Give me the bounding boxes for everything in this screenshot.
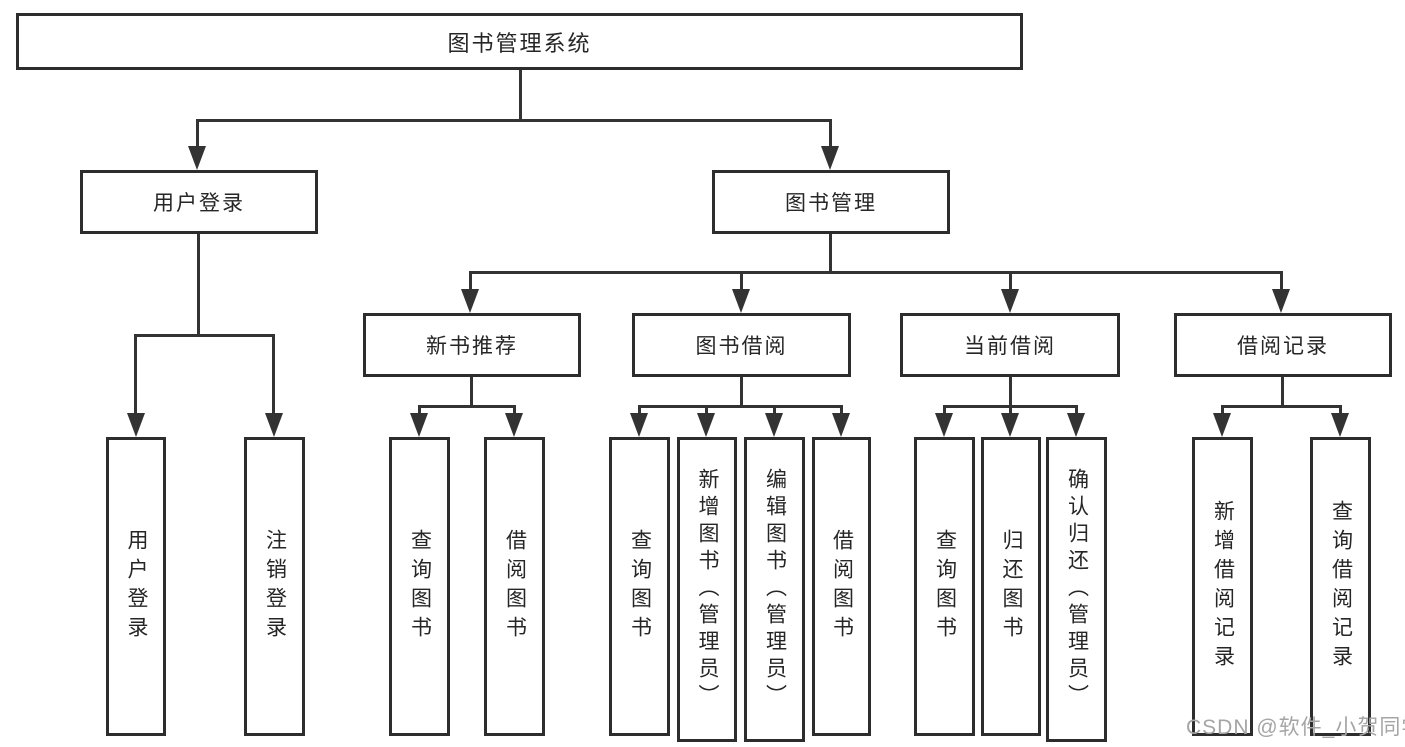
connector-line [1009,271,1012,291]
arrow-down [1001,289,1019,313]
arrow-down [1213,413,1231,437]
arrow-down [505,413,523,437]
leaf-borrow-books-1: 借阅图书 [484,437,545,736]
connector-line [829,234,832,271]
connector-line [470,271,1282,274]
leaf-add-borrow-record: 新增借阅记录 [1192,437,1253,736]
arrow-down [410,413,428,437]
connector-line [272,334,275,415]
csdn-watermark: CSDN @软件_小贺同学 [1186,716,1405,739]
arrow-down [630,413,648,437]
leaf-edit-books-admin: 编辑图书（管理员） [744,437,805,742]
arrow-down [732,289,750,313]
connector-line [638,405,641,415]
arrow-down [697,413,715,437]
connector-line [1339,405,1342,415]
leaf-confirm-return-admin: 确认归还（管理员） [1046,437,1107,742]
connector-line [943,405,946,415]
leaf-query-borrow-record: 查询借阅记录 [1310,437,1371,736]
node-borrow-records: 借阅记录 [1174,313,1392,377]
arrow-down [1272,289,1290,313]
node-new-book-recommend: 新书推荐 [363,313,581,377]
connector-line [134,334,137,415]
leaf-logout: 注销登录 [244,437,305,736]
arrow-down [1331,413,1349,437]
leaf-query-books-3: 查询图书 [914,437,975,736]
arrow-down [1001,413,1019,437]
connector-line [470,377,473,405]
node-root-system: 图书管理系统 [16,13,1023,70]
arrow-down [935,413,953,437]
connector-line [134,334,275,337]
connector-line [1221,405,1224,415]
connector-line [840,405,843,415]
node-book-borrow: 图书借阅 [632,313,851,377]
arrow-down [461,289,479,313]
arrow-down [832,413,850,437]
connector-line [418,405,421,415]
leaf-query-books-1: 查询图书 [389,437,450,736]
leaf-add-books-admin: 新增图书（管理员） [677,437,737,742]
connector-line [829,119,832,148]
connector-line [1221,405,1342,408]
connector-line [1281,377,1284,405]
arrow-down [821,146,839,170]
node-user-login: 用户登录 [80,170,318,234]
connector-line [773,405,776,415]
connector-line [196,119,199,148]
connector-line [1280,271,1283,291]
arrow-down [1067,413,1085,437]
connector-line [469,271,472,291]
connector-line [1009,405,1012,415]
connector-line [197,234,200,334]
connector-line [1009,377,1012,405]
arrow-down [265,413,283,437]
arrow-down [127,413,145,437]
node-current-borrow: 当前借阅 [900,313,1120,377]
leaf-query-books-2: 查询图书 [609,437,670,736]
node-book-management: 图书管理 [712,170,950,234]
connector-line [705,405,708,415]
connector-line [513,405,516,415]
arrow-down [188,146,206,170]
connector-line [519,70,522,119]
connector-line [740,377,743,405]
connector-line [1075,405,1078,415]
connector-line [418,405,516,408]
connector-line [740,271,743,291]
leaf-return-books: 归还图书 [981,437,1041,736]
connector-line [638,405,843,408]
connector-line [196,119,832,122]
leaf-user-login: 用户登录 [106,437,166,736]
leaf-borrow-books-2: 借阅图书 [812,437,871,736]
arrow-down [765,413,783,437]
